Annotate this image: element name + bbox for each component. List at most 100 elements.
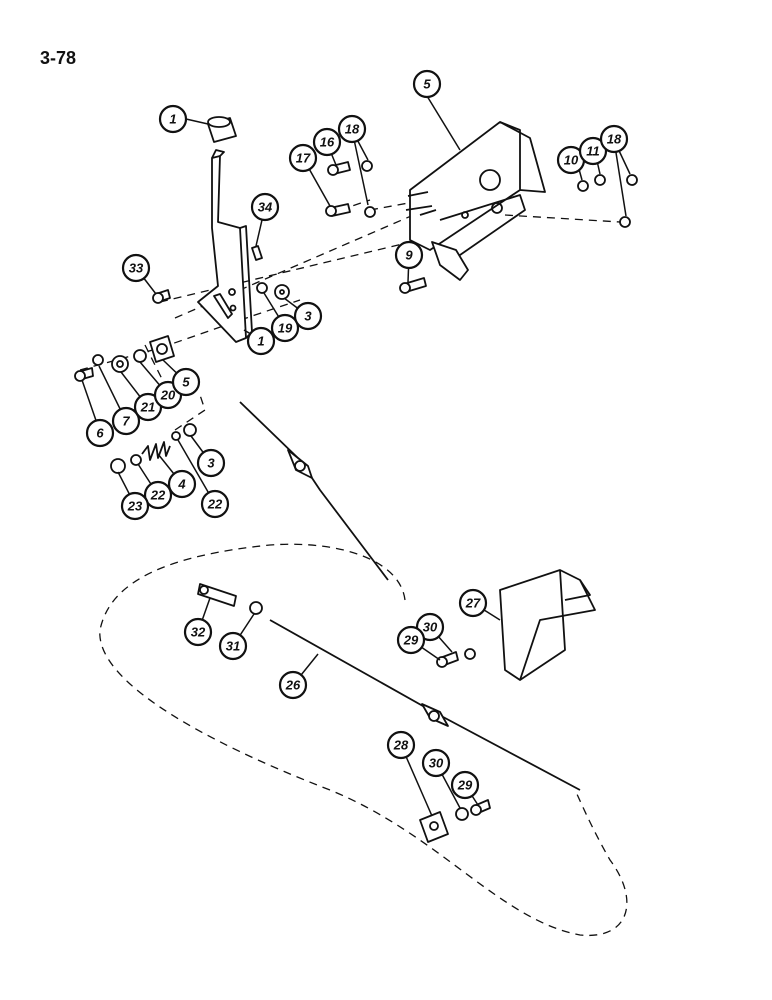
knob xyxy=(207,116,237,143)
hardware-nut-10 xyxy=(577,180,589,192)
svg-text:20: 20 xyxy=(160,388,176,403)
svg-text:1: 1 xyxy=(257,334,264,349)
callout-28: 28 xyxy=(386,730,416,760)
lever xyxy=(197,149,253,343)
hardware-washer-30b xyxy=(455,807,469,821)
callout-1: 1 xyxy=(246,326,276,356)
hardware-bolt-17 xyxy=(325,203,351,217)
hardware-plate-5 xyxy=(149,335,175,363)
callout-18-upper-left: 18 xyxy=(337,114,367,144)
svg-text:22: 22 xyxy=(150,488,166,503)
hardware-nut-18c xyxy=(626,174,638,186)
callout-6: 6 xyxy=(85,418,115,448)
lower-cable xyxy=(269,619,581,791)
hardware-pin-34 xyxy=(251,245,263,261)
hardware-spring-4 xyxy=(141,441,171,461)
svg-text:7: 7 xyxy=(122,414,130,429)
callout-3-upper: 3 xyxy=(293,301,323,331)
assembly-line xyxy=(159,234,441,303)
svg-text:29: 29 xyxy=(457,778,473,793)
svg-text:19: 19 xyxy=(278,321,293,336)
svg-text:1: 1 xyxy=(169,112,176,127)
support-bracket xyxy=(499,569,596,681)
callout-32: 32 xyxy=(183,617,213,647)
svg-text:6: 6 xyxy=(96,426,104,441)
hardware-bolt-16 xyxy=(327,161,351,176)
bracket xyxy=(405,121,546,281)
hardware-nut-18b xyxy=(364,206,376,218)
svg-text:31: 31 xyxy=(226,639,240,654)
callout-4: 4 xyxy=(167,469,197,499)
upper-cable xyxy=(239,401,389,581)
svg-text:26: 26 xyxy=(285,678,301,693)
callout-9: 9 xyxy=(394,240,424,270)
callout-7: 7 xyxy=(111,406,141,436)
hardware-bolt-6 xyxy=(74,367,94,382)
callout-30-lower: 30 xyxy=(421,748,451,778)
svg-text:29: 29 xyxy=(403,633,419,648)
hardware-bolt-33 xyxy=(152,289,171,304)
cable-routing-loop xyxy=(99,543,628,936)
hardware-washer-11 xyxy=(594,174,606,186)
svg-text:10: 10 xyxy=(564,153,579,168)
hardware-bushing-21 xyxy=(111,355,129,373)
hardware-nut-18a xyxy=(361,160,373,172)
callout-34: 34 xyxy=(250,192,280,222)
callout-3-lower: 3 xyxy=(196,448,226,478)
callout-19: 19 xyxy=(270,313,300,343)
callout-18-upper-right: 18 xyxy=(599,124,629,154)
hardware-washer-19 xyxy=(256,282,268,294)
callout-33: 33 xyxy=(121,253,151,283)
svg-text:3: 3 xyxy=(304,309,312,324)
callout-29-upper: 29 xyxy=(396,625,426,655)
hardware-washer-22b xyxy=(171,431,181,441)
assembly-line xyxy=(174,394,206,431)
svg-text:30: 30 xyxy=(429,756,444,771)
callout-31: 31 xyxy=(218,631,248,661)
callout-23: 23 xyxy=(120,491,150,521)
svg-text:23: 23 xyxy=(127,499,143,514)
hardware-washer-20 xyxy=(133,349,147,363)
svg-text:22: 22 xyxy=(207,497,223,512)
callout-11: 11 xyxy=(578,136,608,166)
svg-text:17: 17 xyxy=(296,151,311,166)
hardware-nut-7 xyxy=(92,354,104,366)
svg-text:32: 32 xyxy=(191,625,206,640)
callout-2: 1 xyxy=(158,104,188,134)
assembly-line xyxy=(504,214,621,223)
svg-text:9: 9 xyxy=(405,248,413,263)
svg-text:5: 5 xyxy=(182,375,190,390)
svg-text:34: 34 xyxy=(258,200,273,215)
assembly-line xyxy=(79,299,301,371)
svg-text:30: 30 xyxy=(423,620,438,635)
hardware-washer-3b xyxy=(183,423,197,437)
svg-text:5: 5 xyxy=(423,77,431,92)
hardware-bolt-29b xyxy=(470,799,491,816)
svg-text:27: 27 xyxy=(465,596,481,611)
hardware-nut-31 xyxy=(249,601,263,615)
svg-text:16: 16 xyxy=(320,135,335,150)
callout-5: 5 xyxy=(171,367,201,397)
hardware-nut-18d xyxy=(619,216,631,228)
hardware-washer-22a xyxy=(130,454,142,466)
callout-29-lower: 29 xyxy=(450,770,480,800)
hardware-washer-30a xyxy=(464,648,476,660)
svg-text:28: 28 xyxy=(393,738,409,753)
svg-text:3: 3 xyxy=(207,456,215,471)
cable-clamp xyxy=(419,811,449,843)
svg-text:33: 33 xyxy=(129,261,144,276)
page-number: 3-78 xyxy=(40,48,77,68)
svg-text:4: 4 xyxy=(177,477,186,492)
callout-16: 16 xyxy=(312,127,342,157)
hardware-nut-23 xyxy=(110,458,126,474)
clevis xyxy=(197,583,237,607)
svg-text:18: 18 xyxy=(345,122,360,137)
callout-17: 17 xyxy=(288,143,318,173)
svg-text:11: 11 xyxy=(586,144,600,159)
hardware-bolt-9 xyxy=(399,277,427,294)
svg-text:21: 21 xyxy=(140,400,155,415)
callout-22-right: 22 xyxy=(200,489,230,519)
hardware-washer-3a xyxy=(274,284,290,300)
callout-26: 26 xyxy=(278,670,308,700)
